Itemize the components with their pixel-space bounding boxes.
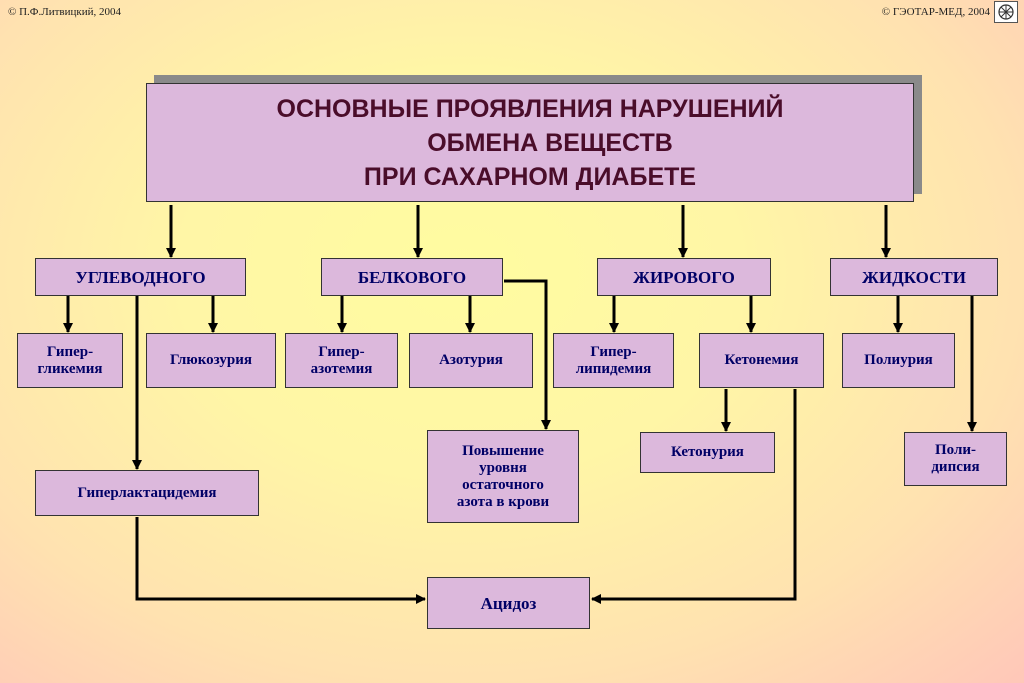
node-hyperazotemia: Гипер- азотемия [285, 333, 398, 388]
node-hyperlactacidemia: Гиперлактацидемия [35, 470, 259, 516]
category-fat: ЖИРОВОГО [597, 258, 771, 296]
node-azoturia: Азотурия [409, 333, 533, 388]
arrow-lactacidemia-acidosis [135, 517, 426, 604]
arrow-protein-nitrogen [504, 279, 551, 430]
node-polyuria: Полиурия [842, 333, 955, 388]
node-hyperlipidemia: Гипер- липидемия [553, 333, 674, 388]
node-ketonemia: Кетонемия [699, 333, 824, 388]
node-hyperglycemia: Гипер- гликемия [17, 333, 123, 388]
node-residual-nitrogen: Повышение уровня остаточного азота в кро… [427, 430, 579, 523]
category-carb: УГЛЕВОДНОГО [35, 258, 246, 296]
node-polydipsia: Поли- дипсия [904, 432, 1007, 486]
copyright-right: © ГЭОТАР-МЕД, 2004 [881, 6, 990, 18]
category-fluid: ЖИДКОСТИ [830, 258, 998, 296]
title-line-1: ОСНОВНЫЕ ПРОЯВЛЕНИЯ НАРУШЕНИЙ [276, 94, 784, 123]
title-line-3: ПРИ САХАРНОМ ДИАБЕТЕ [363, 162, 697, 191]
arrow-ketonemia-acidosis [591, 389, 797, 604]
title-line-2: ОБМЕНА ВЕЩЕСТВ [427, 128, 673, 157]
node-ketonuria: Кетонурия [640, 432, 775, 473]
publisher-logo-icon [994, 1, 1018, 23]
node-acidosis: Ацидоз [427, 577, 590, 629]
node-glucosuria: Глюкозурия [146, 333, 276, 388]
category-protein: БЕЛКОВОГО [321, 258, 503, 296]
copyright-left: © П.Ф.Литвицкий, 2004 [8, 6, 121, 18]
diagram-title-box: ОСНОВНЫЕ ПРОЯВЛЕНИЯ НАРУШЕНИЙ ОБМЕНА ВЕЩ… [146, 83, 914, 202]
